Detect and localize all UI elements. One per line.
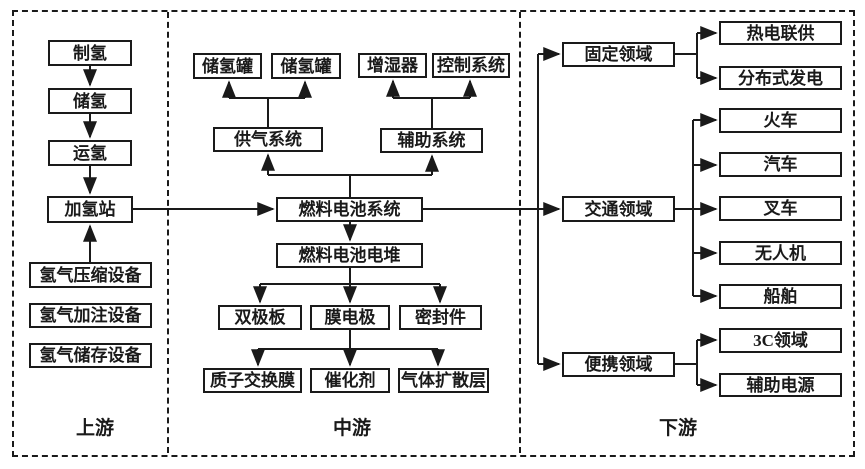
node-3c-field: 3C领域 [719, 328, 842, 353]
downstream-section-label: 下游 [658, 418, 697, 439]
node-portable-field: 便携领域 [562, 352, 675, 377]
node-gas-diffusion-layer: 气体扩散层 [398, 368, 489, 393]
node-humidifier: 增湿器 [358, 53, 427, 78]
node-auxiliary-power: 辅助电源 [719, 373, 842, 397]
node-fuel-cell-system: 燃料电池系统 [276, 197, 423, 222]
node-gas-supply-system: 供气系统 [213, 127, 323, 152]
node-drone: 无人机 [719, 241, 842, 265]
node-storage-tank-2: 储氢罐 [271, 53, 341, 79]
outer-dashed-border [12, 10, 855, 457]
midstream-section-label: 中游 [332, 418, 371, 439]
node-refueling-station: 加氢站 [47, 196, 133, 223]
node-proton-exchange-membrane: 质子交换膜 [203, 368, 302, 393]
node-stationary-field: 固定领域 [562, 42, 675, 67]
node-membrane-electrode: 膜电极 [310, 305, 390, 330]
upstream-section-label: 上游 [75, 418, 114, 439]
node-chp: 热电联供 [719, 21, 842, 45]
node-distributed-generation: 分布式发电 [719, 66, 842, 90]
node-hydrogen-production: 制氢 [48, 40, 132, 66]
node-filling-equipment: 氢气加注设备 [29, 303, 152, 328]
node-catalyst: 催化剂 [310, 368, 390, 393]
node-transport-field: 交通领域 [562, 196, 675, 222]
node-hydrogen-storage: 储氢 [48, 88, 132, 114]
node-seal: 密封件 [399, 305, 482, 330]
node-automobile: 汽车 [719, 152, 842, 177]
node-hydrogen-transport: 运氢 [48, 140, 132, 166]
node-ship: 船舶 [719, 284, 842, 309]
node-compression-equipment: 氢气压缩设备 [29, 262, 152, 288]
node-storage-tank-1: 储氢罐 [193, 53, 262, 79]
midstream-downstream-divider [519, 12, 521, 453]
node-fuel-cell-stack: 燃料电池电堆 [276, 243, 423, 268]
node-auxiliary-system: 辅助系统 [380, 128, 483, 153]
node-storage-equipment: 氢气储存设备 [29, 343, 152, 368]
upstream-midstream-divider [167, 12, 169, 453]
node-bipolar-plate: 双极板 [218, 305, 302, 330]
node-forklift: 叉车 [719, 196, 842, 221]
node-control-system: 控制系统 [432, 53, 510, 78]
node-train: 火车 [719, 108, 842, 133]
